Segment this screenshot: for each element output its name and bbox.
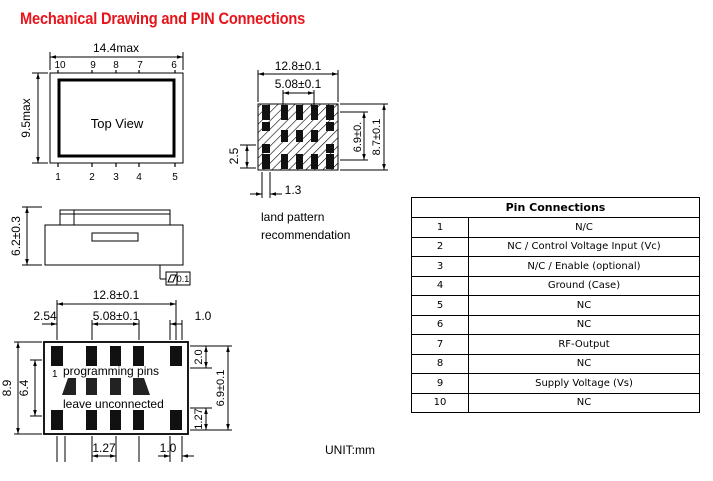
land-caption-line1: land pattern [261, 210, 324, 224]
bottom-height-inner: 6.4 [17, 379, 31, 396]
bottom-pad-bottom: 1.27 [193, 408, 205, 429]
bottom-note-line1: programming pins [63, 364, 159, 378]
bottom-note-line2: leave unconnected [63, 397, 164, 411]
pin-number: 7 [411, 334, 469, 355]
bottom-pin-label: 2 [89, 172, 95, 183]
top-view-width-dim: 14.4max [93, 41, 139, 55]
pin-number: 8 [411, 353, 469, 374]
land-height-b: 8.7±0.1 [371, 119, 383, 156]
pin-function: NC [468, 392, 700, 413]
bottom-height-total: 8.9 [0, 379, 14, 396]
side-view-height-dim: 6.2±0.3 [9, 216, 23, 256]
page-title: Mechanical Drawing and PIN Connections [20, 9, 306, 28]
bottom-pin-label: 3 [113, 172, 119, 183]
top-pin-label: 9 [90, 60, 96, 71]
land-pad-height: 2.5 [227, 147, 241, 164]
land-width-inner: 5.08±0.1 [275, 77, 322, 91]
top-pin-label: 10 [54, 60, 66, 71]
pin-number: 6 [411, 314, 469, 335]
top-pin-label: 6 [171, 60, 177, 71]
pin-function: Ground (Case) [468, 275, 700, 296]
top-view [32, 52, 184, 167]
programming-pins [62, 378, 150, 395]
pin-function: NC / Control Voltage Input (Vc) [468, 236, 700, 257]
pin1-label: 1 [52, 369, 58, 380]
bottom-pitch-outer: 2.54 [33, 309, 57, 323]
pin-function: N/C / Enable (optional) [468, 256, 700, 277]
bottom-pad-right: 1.0 [195, 309, 212, 323]
side-view [22, 206, 191, 286]
bottom-width-inner: 5.08±0.1 [93, 309, 140, 323]
pin-function: NC [468, 295, 700, 316]
pin-function: RF-Output [468, 334, 700, 355]
pin-number: 9 [411, 373, 469, 394]
pin-number: 4 [411, 275, 469, 296]
top-pin-label: 7 [137, 60, 143, 71]
top-pin-label: 8 [113, 60, 119, 71]
bottom-view [14, 300, 232, 462]
bottom-height-pads: 6.9±0.1 [215, 370, 227, 407]
pin-number: 5 [411, 295, 469, 316]
land-caption-line2: recommendation [261, 228, 350, 242]
land-pad-width: 1.3 [285, 183, 302, 197]
land-height-a: 6.9±0. [352, 122, 364, 153]
pin-number: 1 [411, 217, 469, 238]
bottom-pad-bottom-right: 1.0 [160, 441, 177, 455]
pin-function: NC [468, 314, 700, 335]
table-header: Pin Connections [411, 197, 700, 218]
pin-number: 10 [411, 392, 469, 413]
land-width-outer: 12.8±0.1 [275, 59, 322, 73]
top-view-label: Top View [91, 116, 144, 131]
pin-number: 3 [411, 256, 469, 277]
bottom-pin-label: 1 [55, 172, 61, 183]
land-pattern-pads [262, 105, 334, 169]
flatness-value: 0.1 [177, 274, 190, 284]
pin-number: 2 [411, 236, 469, 257]
bottom-pad-top: 2.0 [193, 349, 205, 364]
pin-function: N/C [468, 217, 700, 238]
pin-function: Supply Voltage (Vs) [468, 373, 700, 394]
pin-function: NC [468, 353, 700, 374]
bottom-pin-label: 4 [136, 172, 142, 183]
bottom-pin-label: 5 [172, 172, 178, 183]
bottom-view-pads [51, 346, 182, 430]
top-view-height-dim: 9.5max [19, 98, 33, 137]
bottom-width-outer: 12.8±0.1 [93, 288, 140, 302]
unit-label: UNIT:mm [325, 443, 375, 457]
bottom-pitch-bottom: 1.27 [92, 441, 116, 455]
